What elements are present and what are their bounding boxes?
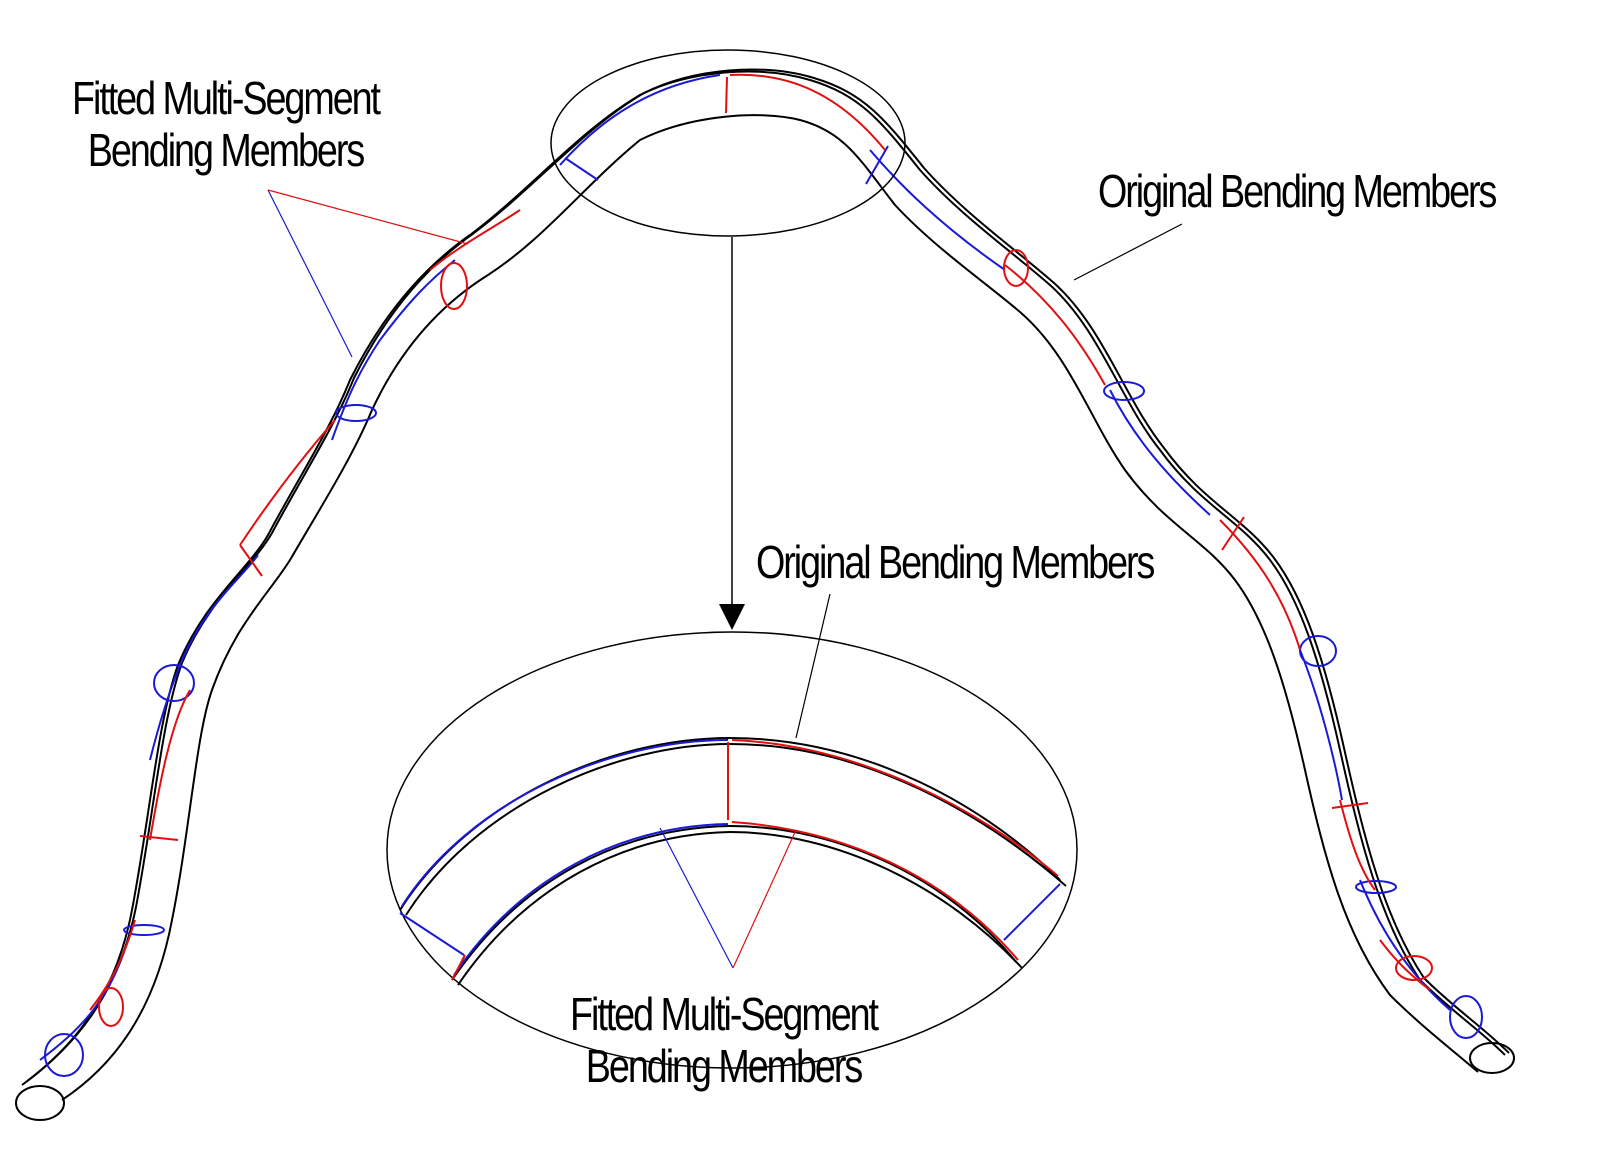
label-original-main: Original Bending Members: [1098, 165, 1497, 217]
leader-fitted-blue-main: [267, 189, 353, 358]
leader-lines: [267, 189, 1183, 969]
label-fitted-detail-line2: Bending Members: [585, 1040, 863, 1092]
leader-original-detail: [795, 593, 831, 739]
label-fitted-multi-segment-detail: Fitted Multi-Segment Bending Members: [570, 988, 879, 1092]
label-original-detail: Original Bending Members: [756, 536, 1155, 588]
leader-original-main: [1073, 223, 1183, 281]
zoom-detail-ellipse: [386, 631, 1078, 1069]
fitted-segments-blue: [39, 74, 1483, 1077]
zoom-arrow: [719, 237, 745, 630]
original-bending-members-tube: [15, 68, 1515, 1121]
label-original-main-text: Original Bending Members: [1098, 165, 1497, 217]
label-fitted-main-line1: Fitted Multi-Segment: [72, 72, 381, 124]
label-fitted-main-line2: Bending Members: [87, 124, 365, 176]
fitted-segments-red: [89, 73, 1433, 1027]
detail-original-members: [399, 736, 1067, 986]
label-original-detail-text: Original Bending Members: [756, 536, 1155, 588]
label-fitted-multi-segment-main: Fitted Multi-Segment Bending Members: [72, 72, 381, 176]
leader-fitted-blue-detail: [659, 827, 734, 969]
detail-fitted-red: [451, 739, 1059, 981]
leader-fitted-red-detail: [732, 829, 797, 969]
leader-fitted-red-main: [267, 189, 469, 245]
detail-fitted-blue: [399, 739, 1061, 976]
label-fitted-detail-line1: Fitted Multi-Segment: [570, 988, 879, 1040]
zoom-source-ellipse: [550, 49, 906, 237]
